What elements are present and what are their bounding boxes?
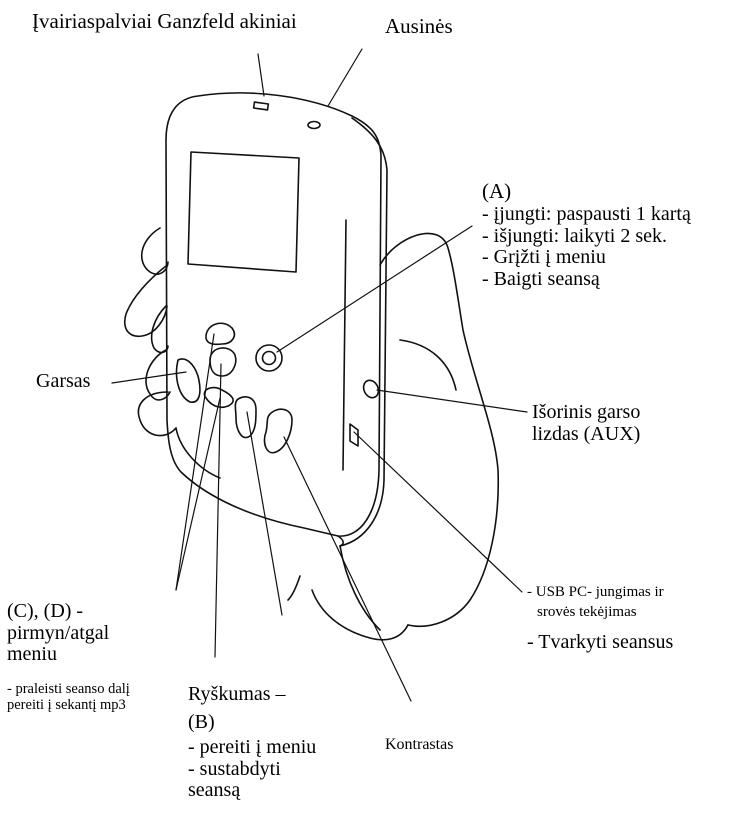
garsas-label: Garsas (36, 371, 90, 393)
headphone-jack (308, 122, 320, 129)
button-a-line: - Grįžti į meniu (482, 247, 691, 269)
usb-label: - USB PC- jungimas ir srovės tekėjimas (527, 582, 664, 623)
skip-line: pereiti į sekantį mp3 (7, 698, 130, 714)
tvarkyti-label: - Tvarkyti seansus (527, 632, 673, 654)
cd-line: pirmyn/atgal (7, 623, 109, 645)
goggles-label: Įvairiaspalviai Ganzfeld akiniai (32, 10, 297, 33)
aux-line: lizdas (AUX) (532, 424, 640, 446)
device-screen (188, 152, 299, 272)
usb-line: - USB PC- jungimas ir (527, 582, 664, 602)
button-b-line: - sustabdyti (188, 759, 316, 781)
skip-line: - praleisti seanso dalį (7, 682, 130, 698)
usb-line: srovės tekėjimas (527, 602, 664, 622)
cd-line: (C), (D) - (7, 601, 109, 623)
button-b-description: - pereiti į meniu - sustabdyti seansą (188, 737, 316, 802)
leader-lines (112, 49, 527, 701)
button-b-line: - pereiti į meniu (188, 737, 316, 759)
goggles-port (254, 102, 269, 110)
kontrastas-label: Kontrastas (385, 736, 453, 753)
hand-outline (125, 228, 498, 640)
ryskumas-label: Ryškumas – (188, 684, 286, 706)
button-c (206, 323, 234, 344)
button-a-line: - išjungti: laikyti 2 sek. (482, 226, 691, 248)
aux-line: Išorinis garso (532, 402, 640, 424)
button-a-line: - įjungti: paspausti 1 kartą (482, 204, 691, 226)
device-body (166, 93, 387, 546)
headphones-label: Ausinės (385, 15, 453, 38)
cd-buttons-label: (C), (D) - pirmyn/atgal meniu (7, 601, 109, 666)
aux-label: Išorinis garso lizdas (AUX) (532, 402, 640, 445)
skip-label: - praleisti seanso dalį pereiti į sekant… (7, 682, 130, 713)
button-ryskumas (210, 348, 236, 376)
button-a (256, 345, 282, 371)
button-a-description: - įjungti: paspausti 1 kartą - išjungti:… (482, 204, 691, 290)
button-b-line: seansą (188, 780, 316, 802)
aux-jack (361, 378, 381, 400)
cd-line: meniu (7, 644, 109, 666)
button-b (235, 397, 256, 438)
button-a-line: - Baigti seansą (482, 269, 691, 291)
button-b-title: (B) (188, 712, 215, 734)
button-a-title: (A) (482, 180, 511, 203)
